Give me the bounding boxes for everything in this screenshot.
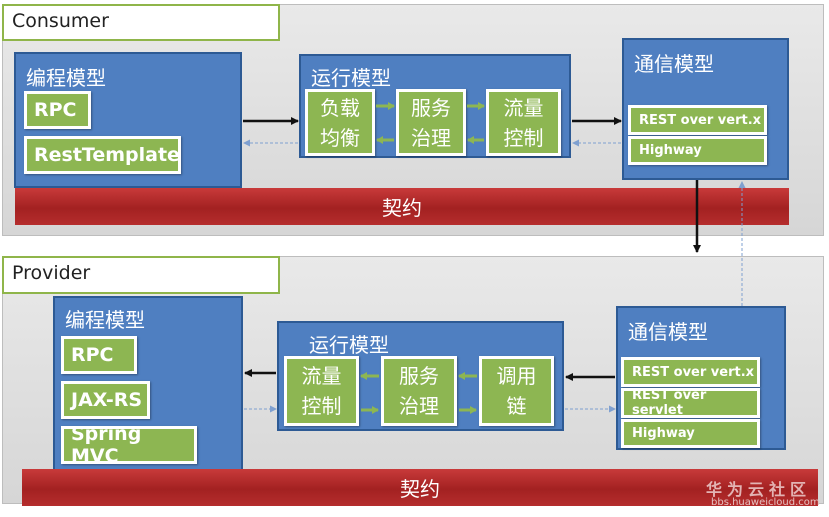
watermark-brand: 华为云社区	[706, 480, 812, 499]
consumer-comm-item-highway: Highway	[628, 136, 767, 165]
consumer-prog-item-resttemplate: RestTemplate	[24, 136, 181, 174]
consumer-title: Consumer	[2, 4, 280, 41]
provider-title: Provider	[2, 256, 280, 294]
provider-runtime-model-title: 运行模型	[309, 333, 389, 357]
consumer-prog-item-rpc: RPC	[24, 91, 91, 129]
consumer-programming-model-title: 编程模型	[26, 66, 106, 90]
provider-prog-item-springmvc: Spring MVC	[61, 423, 197, 467]
watermark-url: bbs.huaweicloud.com	[711, 497, 820, 508]
provider-contract-bar: 契约	[22, 469, 818, 506]
provider-comm-item-highway: Highway	[621, 419, 760, 448]
consumer-runtime-model-title: 运行模型	[311, 66, 391, 90]
consumer-runtime-step-flow-control: 流量 控制	[486, 89, 561, 156]
provider-runtime-step-governance: 服务 治理	[381, 356, 457, 426]
provider-comm-model-title: 通信模型	[628, 320, 708, 344]
provider-comm-item-rest-vertx: REST over vert.x	[621, 357, 760, 387]
consumer-comm-item-rest-vertx: REST over vert.x	[628, 105, 767, 135]
provider-prog-item-rpc: RPC	[61, 336, 137, 374]
consumer-runtime-step-governance: 服务 治理	[396, 89, 466, 156]
provider-runtime-step-call-chain: 调用 链	[479, 356, 554, 426]
provider-comm-item-rest-servlet: REST over servlet	[621, 388, 760, 418]
provider-prog-item-jaxrs: JAX-RS	[61, 381, 150, 419]
provider-programming-model-title: 编程模型	[65, 308, 145, 332]
consumer-comm-model-title: 通信模型	[634, 52, 714, 76]
consumer-runtime-step-load-balance: 负载 均衡	[305, 89, 375, 156]
consumer-contract-bar: 契约	[15, 188, 789, 225]
provider-runtime-step-flow-control: 流量 控制	[284, 356, 359, 426]
